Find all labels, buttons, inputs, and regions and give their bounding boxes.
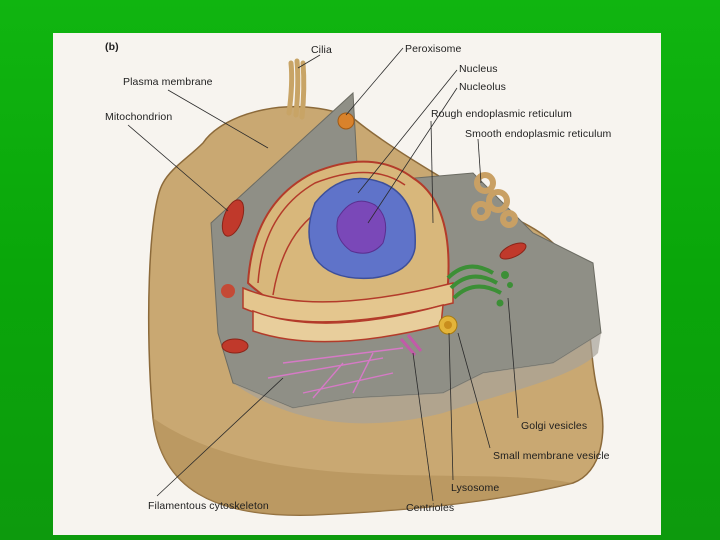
- label-filamentous-cytoskeleton: Filamentous cytoskeleton: [148, 500, 269, 512]
- peroxisome-shape: [337, 112, 355, 130]
- cilia-shape: [286, 58, 307, 120]
- label-golgi-vesicles: Golgi vesicles: [521, 420, 588, 432]
- label-peroxisome: Peroxisome: [405, 43, 462, 55]
- nucleolus-shape: [336, 200, 387, 254]
- smooth-er-shape: [471, 172, 518, 228]
- label-centrioles: Centrioles: [406, 502, 455, 514]
- label-nucleus: Nucleus: [459, 63, 498, 75]
- label-lysosome: Lysosome: [451, 482, 500, 494]
- label-nucleolus: Nucleolus: [459, 81, 507, 93]
- centrioles-shape: [399, 334, 423, 356]
- label-cilia: Cilia: [311, 44, 332, 56]
- label-smooth-er: Smooth endoplasmic reticulum: [465, 128, 612, 140]
- label-small-membrane-vesicle: Small membrane vesicle: [493, 450, 610, 462]
- animal-cell-figure: (b) Cilia Peroxisome Nucleus Nucleolus P…: [53, 33, 661, 535]
- cytoskeleton-shape: [267, 347, 404, 399]
- label-mitochondrion: Mitochondrion: [105, 111, 173, 123]
- golgi-shape: [446, 264, 502, 300]
- label-rough-er: Rough endoplasmic reticulum: [431, 108, 573, 120]
- cell-illustration: [127, 47, 604, 516]
- label-plasma-membrane: Plasma membrane: [123, 76, 213, 88]
- panel-label: (b): [105, 41, 119, 53]
- mitochondrion-shape: [221, 199, 245, 237]
